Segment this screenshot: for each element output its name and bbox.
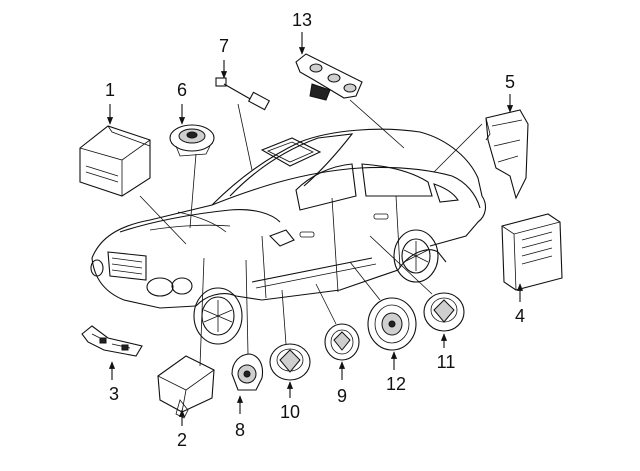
leader-lines: [106, 32, 524, 426]
part-6-speaker: [169, 124, 215, 157]
callout-1: 1: [105, 80, 115, 100]
callout-12: 12: [386, 374, 406, 394]
callout-3: 3: [109, 384, 119, 404]
callout-13: 13: [292, 10, 312, 30]
part-7-cable: [215, 77, 271, 111]
callout-9: 9: [337, 386, 347, 406]
callout-7: 7: [219, 36, 229, 56]
part-10-speaker: [269, 343, 311, 381]
part-1-module: [79, 125, 151, 197]
callout-2: 2: [177, 430, 187, 450]
part-5-bracket: [485, 109, 529, 200]
part-11-speaker: [423, 292, 465, 332]
part-4-control-unit: [501, 213, 563, 291]
callout-4: 4: [515, 306, 525, 326]
part-13-bracket: [295, 53, 363, 101]
car-illustration: [90, 128, 487, 345]
callout-5: 5: [505, 72, 515, 92]
part-3-bracket: [81, 325, 143, 357]
part-2-module: [157, 355, 215, 419]
callout-numbers: 1 6 7 13 5 4 3 2 8 10 9 12 11: [105, 10, 525, 450]
callout-8: 8: [235, 420, 245, 440]
callout-10: 10: [280, 402, 300, 422]
callout-6: 6: [177, 80, 187, 100]
callout-11: 11: [437, 352, 456, 372]
part-8-speaker: [231, 353, 264, 391]
part-12-speaker: [367, 297, 417, 351]
part-9-speaker: [324, 323, 360, 361]
